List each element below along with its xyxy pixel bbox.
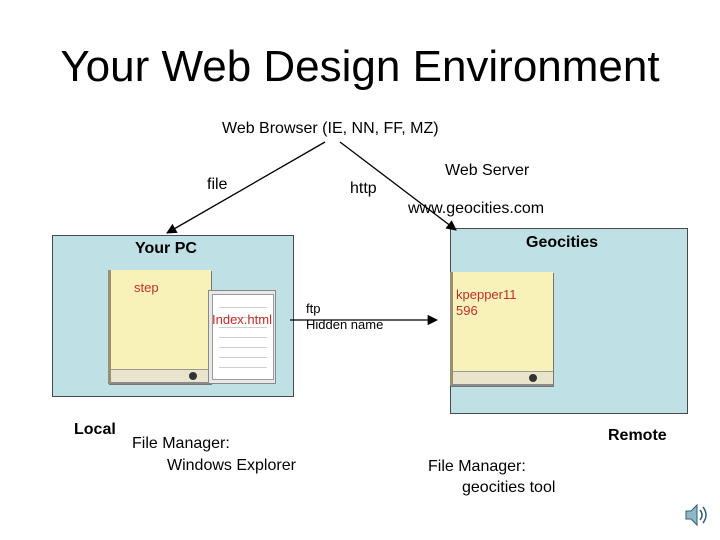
remote-manager-line1: File Manager: (428, 458, 526, 475)
geocities-label: Geocities (526, 234, 599, 251)
speaker-icon[interactable] (682, 501, 712, 529)
document-icon (212, 294, 274, 380)
remote-manager-line2: geocities tool (462, 479, 556, 496)
local-explorer-window (108, 270, 211, 384)
window-status-bar (453, 371, 553, 384)
remote-file-window (450, 272, 553, 386)
remote-window-line1: kpepper11 (456, 287, 517, 302)
scroll-knob (189, 372, 197, 380)
file-arrow (166, 141, 326, 234)
file-arrow-label: file (207, 176, 228, 193)
scroll-knob (529, 374, 537, 382)
http-arrow-label: http (350, 180, 377, 197)
ftp-label: ftp (306, 301, 321, 316)
your-pc-label: Your PC (135, 240, 197, 257)
web-browser-label: Web Browser (IE, NN, FF, MZ) (222, 120, 439, 137)
local-window-label: step (134, 280, 159, 295)
hidden-name-label: Hidden name (306, 317, 384, 332)
http-arrow (339, 141, 457, 231)
remote-label: Remote (608, 427, 667, 444)
server-url-label: www.geocities.com (408, 200, 545, 217)
file-name-label: Index.html (212, 312, 272, 327)
slide-title: Your Web Design Environment (60, 42, 660, 91)
file-preview-window (208, 290, 276, 384)
remote-window-line2: 596 (456, 303, 478, 318)
local-manager-line2: Windows Explorer (167, 457, 296, 474)
local-label: Local (74, 421, 116, 438)
local-manager-line1: File Manager: (132, 435, 230, 452)
web-server-label: Web Server (445, 162, 530, 179)
window-status-bar (111, 369, 211, 382)
